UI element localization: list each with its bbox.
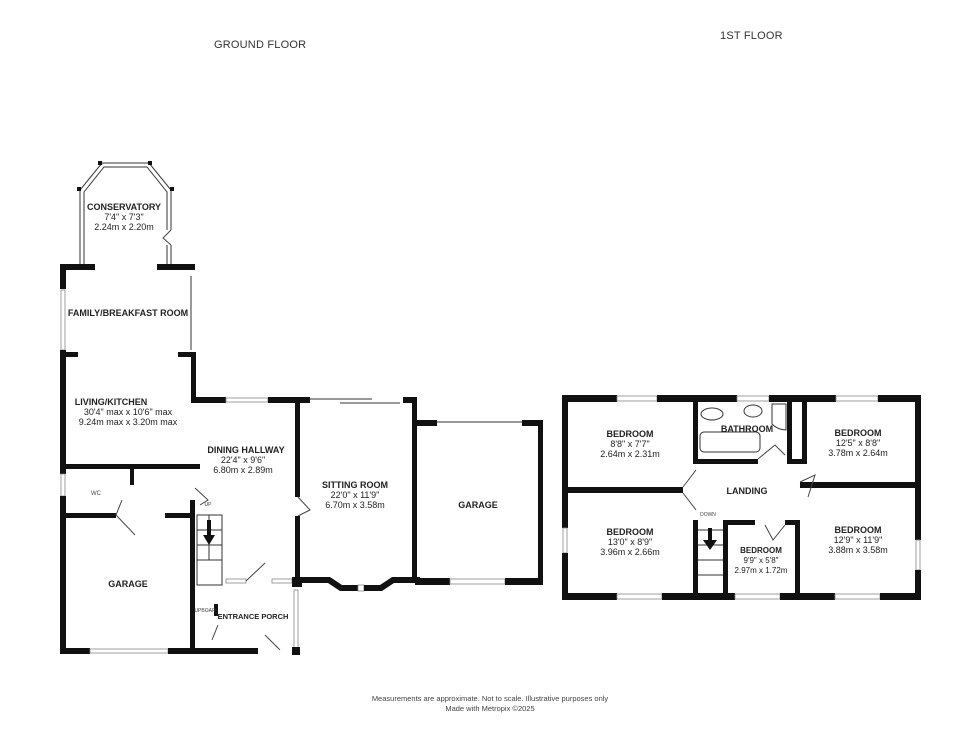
svg-text:3.96m x 2.66m: 3.96m x 2.66m — [600, 547, 660, 557]
room-wc: WC — [91, 491, 102, 497]
disclaimer-text: Measurements are approximate. Not to sca… — [371, 694, 609, 703]
svg-text:9'9" x 5'8": 9'9" x 5'8" — [744, 556, 779, 565]
ground-floor-title: GROUND FLOOR — [214, 39, 307, 51]
svg-text:12'9" x 11'9": 12'9" x 11'9" — [834, 535, 883, 545]
svg-text:FAMILY/BREAKFAST ROOM: FAMILY/BREAKFAST ROOM — [68, 308, 188, 318]
svg-text:ENTRANCE PORCH: ENTRANCE PORCH — [218, 612, 289, 621]
room-conservatory: CONSERVATORY 7'4" x 7'3" 2.24m x 2.20m — [87, 202, 161, 232]
svg-text:2.24m x 2.20m: 2.24m x 2.20m — [94, 222, 154, 232]
svg-text:8'8" x 7'7": 8'8" x 7'7" — [610, 439, 649, 449]
svg-text:6.70m x 3.58m: 6.70m x 3.58m — [325, 500, 385, 510]
room-dining-hallway: DINING HALLWAY 22'4" x 9'6" 6.80m x 2.89… — [207, 445, 284, 475]
room-bedroom-3: BEDROOM 13'0" x 8'9" 3.96m x 2.66m — [600, 527, 660, 557]
svg-text:GARAGE: GARAGE — [458, 500, 498, 510]
room-bedroom-4: BEDROOM 9'9" x 5'8" 2.97m x 1.72m — [735, 546, 788, 575]
svg-text:3.78m x 2.64m: 3.78m x 2.64m — [828, 448, 888, 458]
svg-text:BEDROOM: BEDROOM — [835, 525, 882, 535]
conservatory — [77, 161, 174, 265]
svg-text:12'5" x 8'8": 12'5" x 8'8" — [836, 438, 880, 448]
ground-floor-plan: UP UPBOAR CONSERVATO — [60, 161, 543, 655]
room-family-breakfast: FAMILY/BREAKFAST ROOM — [68, 308, 188, 318]
room-entrance-porch: ENTRANCE PORCH — [218, 612, 289, 621]
svg-text:GARAGE: GARAGE — [108, 579, 148, 589]
svg-text:CONSERVATORY: CONSERVATORY — [87, 202, 161, 212]
room-bedroom-5: BEDROOM 12'9" x 11'9" 3.88m x 3.58m — [828, 525, 888, 555]
svg-text:SITTING ROOM: SITTING ROOM — [322, 480, 388, 490]
stairs-up-label: UP — [205, 502, 213, 508]
room-bedroom-2: BEDROOM 12'5" x 8'8" 3.78m x 2.64m — [828, 428, 888, 458]
room-garage-left: GARAGE — [108, 579, 148, 589]
svg-text:6.80m x 2.89m: 6.80m x 2.89m — [213, 465, 273, 475]
credit-text: Made with Metropix ©2025 — [445, 704, 535, 713]
svg-text:BATHROOM: BATHROOM — [721, 424, 773, 434]
svg-text:LANDING: LANDING — [727, 486, 768, 496]
svg-text:7'4" x 7'3": 7'4" x 7'3" — [104, 212, 143, 222]
svg-text:2.64m x 2.31m: 2.64m x 2.31m — [600, 449, 660, 459]
first-floor-plan: DOWN BEDROOM 8'8" x 7'7" 2.64m x 2.31m B… — [562, 395, 921, 600]
svg-text:30'4" max x 10'6" max: 30'4" max x 10'6" max — [84, 407, 173, 417]
svg-text:22'0" x 11'9": 22'0" x 11'9" — [331, 490, 380, 500]
svg-text:WC: WC — [91, 491, 102, 497]
svg-text:2.97m x 1.72m: 2.97m x 1.72m — [735, 566, 788, 575]
room-bedroom-1: BEDROOM 8'8" x 7'7" 2.64m x 2.31m — [600, 429, 660, 459]
svg-text:BEDROOM: BEDROOM — [607, 429, 654, 439]
room-sitting-room: SITTING ROOM 22'0" x 11'9" 6.70m x 3.58m — [322, 480, 388, 510]
svg-text:BEDROOM: BEDROOM — [835, 428, 882, 438]
room-bathroom: BATHROOM — [721, 424, 773, 434]
svg-text:BEDROOM: BEDROOM — [740, 546, 782, 555]
svg-text:9.24m max x 3.20m max: 9.24m max x 3.20m max — [79, 417, 178, 427]
svg-text:LIVING/KITCHEN: LIVING/KITCHEN — [75, 397, 148, 407]
svg-text:BEDROOM: BEDROOM — [607, 527, 654, 537]
svg-text:DINING HALLWAY: DINING HALLWAY — [207, 445, 284, 455]
svg-text:13'0" x 8'9": 13'0" x 8'9" — [608, 537, 652, 547]
stairs-down — [698, 528, 723, 576]
first-floor-title: 1ST FLOOR — [720, 30, 783, 42]
bathroom-fixtures — [699, 403, 787, 453]
svg-text:22'4" x 9'6": 22'4" x 9'6" — [221, 455, 265, 465]
stairs-down-label: DOWN — [700, 512, 716, 518]
room-living-kitchen: LIVING/KITCHEN 30'4" max x 10'6" max 9.2… — [75, 397, 178, 427]
room-landing: LANDING — [727, 486, 768, 496]
footer: Measurements are approximate. Not to sca… — [0, 694, 980, 714]
cupboard-label: UPBOAR — [194, 608, 216, 614]
svg-text:3.88m x 3.58m: 3.88m x 3.58m — [828, 545, 888, 555]
room-garage-right: GARAGE — [458, 500, 498, 510]
stairs-up — [196, 514, 223, 586]
